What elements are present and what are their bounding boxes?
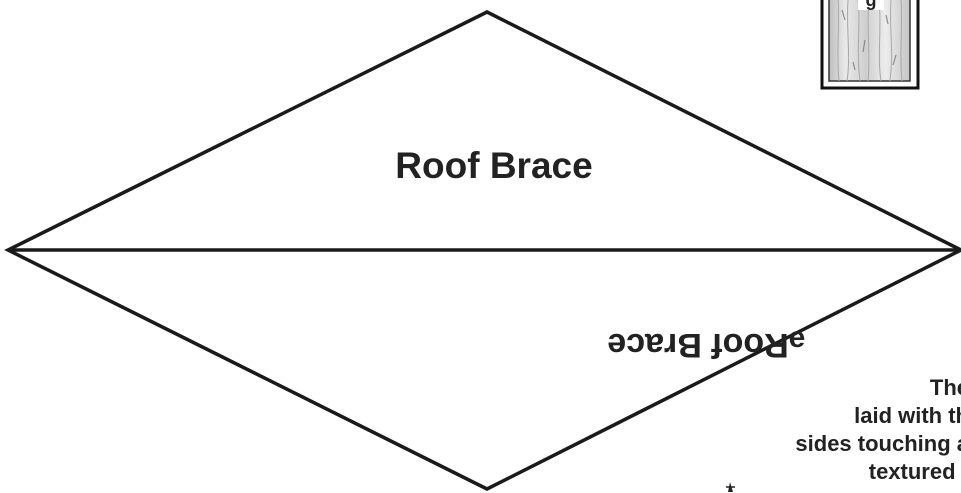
small-mark-icon [726,482,735,492]
instruction-line-1: The [929,375,961,400]
instruction-line-3: sides touching a [795,431,961,456]
brace-diamond-outline [4,10,961,491]
swatch-label: g [866,0,877,10]
instruction-line-2: laid with th [854,403,961,428]
wood-texture-swatch: g [820,0,920,90]
brace-label-upper: Roof Brace [395,145,592,186]
brace-label-mirrored: Roof Brace [607,326,788,364]
instruction-line-4: textured t [868,459,961,484]
brace-label-overlap-glyph: e [789,321,806,354]
